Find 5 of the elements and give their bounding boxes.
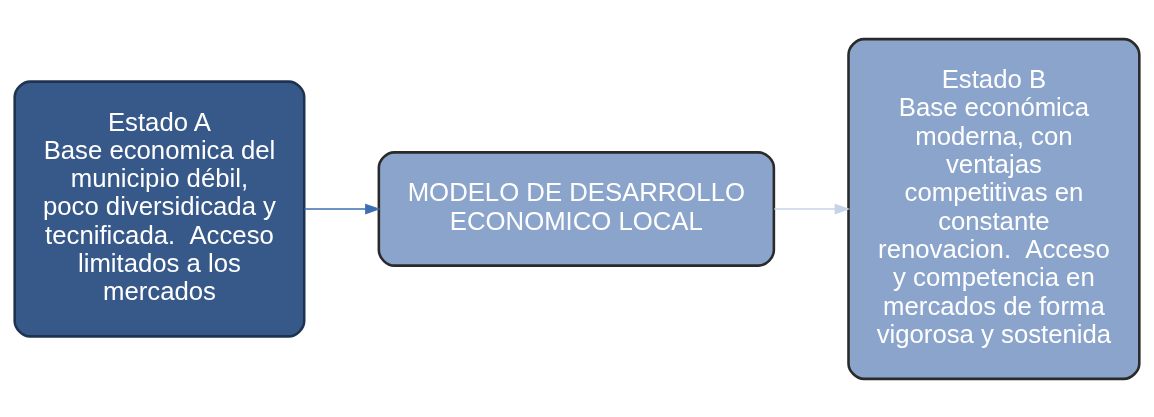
node-box: Estado A Base economica del municipio débil, poco diversidicada y tecnificada. Acceso limitados a los mercados: [13, 79, 306, 338]
arrow: [303, 203, 381, 214]
arrow: [773, 203, 851, 214]
node-box: MODELO DE DESARROLLO ECONOMICO LOCAL: [377, 150, 776, 267]
node-box: Estado B Base económica moderna, con ventajas competitivas en constante renovacion. Acceso y competencia en mercados de forma vigorosa y sostenida: [847, 37, 1141, 380]
